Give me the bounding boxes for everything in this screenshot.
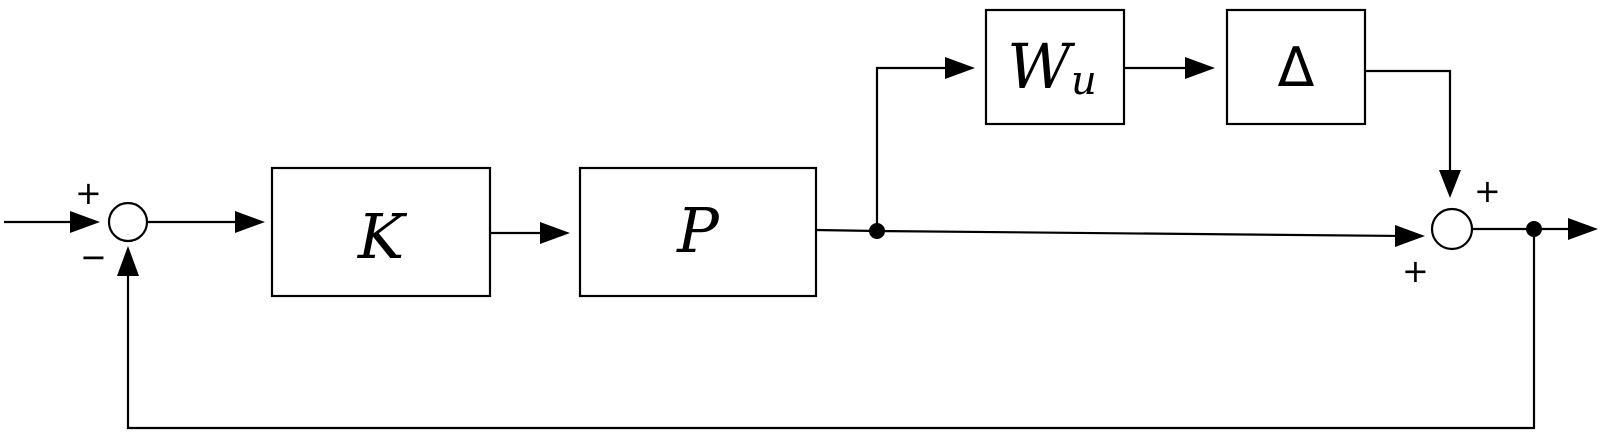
branch-to-weight-line — [875, 66, 955, 231]
nominal-path-arrow-head — [1395, 225, 1425, 247]
weight-subscript: u — [1071, 58, 1097, 104]
output-sum-bottom-plus-sign: + — [1402, 252, 1429, 290]
feedback-summing-junction — [107, 201, 149, 243]
output-arrow-head — [1568, 218, 1598, 240]
uncertainty-output-line — [1365, 69, 1452, 175]
uncertainty-output-arrow-head — [1439, 170, 1461, 198]
controller-label: K — [357, 200, 408, 273]
weight-block — [984, 8, 1126, 126]
feedback-sum-minus-sign: − — [80, 238, 107, 276]
uncertainty-block — [1225, 8, 1367, 126]
control-arrow-head — [540, 222, 570, 244]
feedback-path-line — [126, 229, 1536, 430]
weight-label: W — [1007, 30, 1075, 103]
output-summing-junction — [1430, 207, 1474, 251]
plant-output-line — [815, 228, 878, 233]
output-sum-top-plus-sign: + — [1474, 172, 1501, 210]
weight-input-arrow-head — [945, 57, 975, 79]
feedback-sum-plus-sign: + — [75, 174, 102, 212]
uncertainty-input-arrow-head — [1185, 57, 1215, 79]
plant-label: P — [676, 194, 720, 267]
plant-block — [578, 166, 818, 298]
controller-block — [270, 166, 492, 298]
input-arrow-head — [70, 211, 100, 233]
uncertainty-label: Δ — [1278, 36, 1315, 99]
weight-label-group: Wu — [1007, 30, 1097, 104]
error-arrow-head — [235, 211, 265, 233]
nominal-path-line — [876, 229, 1403, 238]
feedback-arrow-head — [117, 246, 139, 276]
